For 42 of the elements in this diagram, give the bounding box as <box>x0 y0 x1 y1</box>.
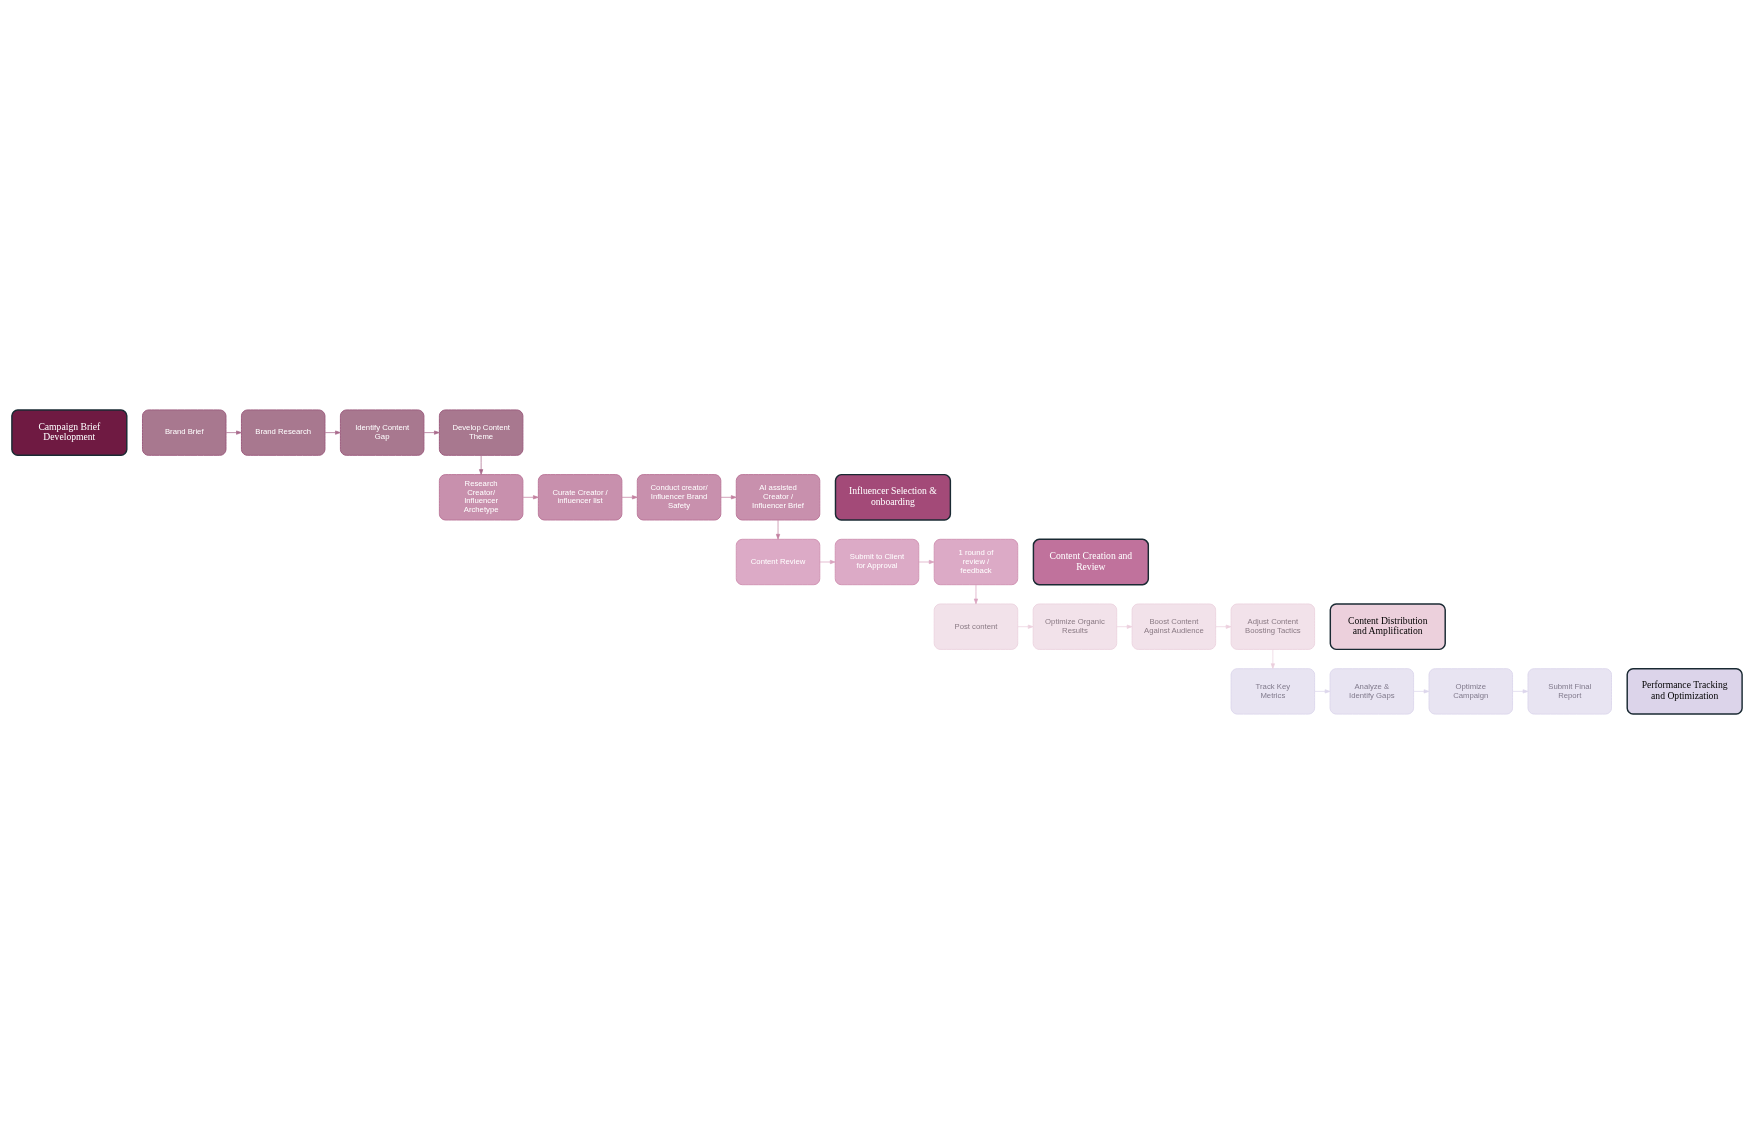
node-box: Research Creator/ Influencer Archetype <box>438 474 524 521</box>
node-box: Analyze & Identify Gaps <box>1329 668 1415 715</box>
node-box: Adjust Content Boosting Tactics <box>1230 603 1316 650</box>
arrow <box>1314 689 1331 694</box>
node-box: Track Key Metrics <box>1230 668 1316 715</box>
node-box: Boost Content Against Audience <box>1131 603 1217 650</box>
node-box: Identify Content Gap <box>339 409 425 456</box>
arrow <box>1270 649 1275 669</box>
node-box: Content Creation and Review <box>1032 538 1150 586</box>
node-box: Performance Tracking and Optimization <box>1626 667 1743 715</box>
node-box: Optimize Organic Results <box>1032 603 1118 650</box>
node-box: AI assisted Creator / Influencer Brief <box>735 474 821 521</box>
node-box: Content Distribution and Amplification <box>1329 603 1446 651</box>
arrow <box>522 495 539 500</box>
node-box: Develop Content Theme <box>438 409 524 456</box>
node-box: Influencer Selection & onboarding <box>834 473 952 521</box>
arrow <box>1413 689 1430 694</box>
node-box: Submit to Client for Approval <box>834 538 920 586</box>
node-box: Post content <box>933 603 1019 650</box>
arrow <box>1116 624 1133 629</box>
node-box: Curate Creator / influencer list <box>537 474 623 521</box>
arrow <box>1215 624 1232 629</box>
node-box: Campaign Brief Development <box>11 409 128 457</box>
node-box: Content Review <box>735 538 821 586</box>
arrow <box>819 559 836 565</box>
arrow <box>225 430 242 435</box>
node-box: Submit Final Report <box>1527 668 1612 715</box>
arrow <box>918 559 935 565</box>
node-box: 1 round of review / feedback <box>933 538 1019 586</box>
arrow <box>621 495 638 500</box>
arrow <box>776 519 781 540</box>
node-box: Brand Research <box>240 409 326 456</box>
arrow <box>973 584 978 605</box>
arrow <box>720 495 737 500</box>
arrow <box>1017 624 1034 629</box>
arrow <box>324 430 341 435</box>
arrow <box>479 455 484 475</box>
node-box: Brand Brief <box>142 409 227 456</box>
arrow <box>423 430 440 435</box>
node-box: Optimize Campaign <box>1428 668 1514 715</box>
node-box: Conduct creator/ Influencer Brand Safety <box>636 474 722 521</box>
arrow <box>1512 689 1529 694</box>
